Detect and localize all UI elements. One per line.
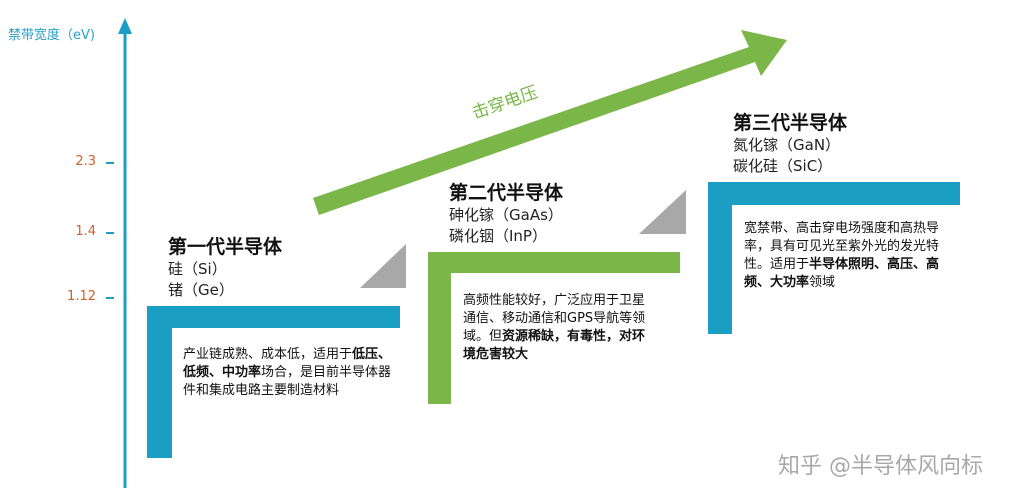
gen3-header: 第三代半导体 氮化镓（GaN） 碳化硅（SiC） xyxy=(733,108,847,177)
desc-bold-text: 半导体照明、高压、高频、大功率 xyxy=(744,257,940,290)
gen1-title: 第一代半导体 xyxy=(168,236,283,258)
breakdown-voltage-arrow xyxy=(313,30,787,215)
desc-text: 场合，是目前半导体器件和集成电路主要制造材料 xyxy=(183,365,392,398)
y-axis-title: 禁带宽度（eV) xyxy=(8,28,95,43)
desc-text: 产业链成熟、成本低，适用于 xyxy=(183,347,353,362)
tick-label-1-4: 1.4 xyxy=(75,224,96,239)
gen1-step-shape xyxy=(147,306,400,458)
gen2-description: 高频性能较好，广泛应用于卫星通信、移动通信和GPS导航等领域。但资源稀缺，有毒性… xyxy=(463,292,655,364)
step-triangle-1 xyxy=(360,244,406,288)
gen3-description: 宽禁带、高击穿电场强度和高热导率，具有可见光至紫外光的发光特性。适用于半导体照明… xyxy=(744,220,944,292)
desc-text: 高频性能较好，广泛应用于卫星通信、移动通信和GPS导航等领域。但 xyxy=(463,293,646,344)
desc-bold-text: 资源稀缺，有毒性，对环境危害较大 xyxy=(463,329,646,362)
tick-label-1-12: 1.12 xyxy=(67,289,96,304)
desc-bold-text: 低压、低频、中功率 xyxy=(183,347,392,380)
watermark: 知乎 @半导体风向标 xyxy=(778,454,983,479)
gen1-header: 第一代半导体 硅（Si） 锗（Ge） xyxy=(168,232,282,301)
desc-text: 领域 xyxy=(809,275,836,290)
y-axis-arrowhead xyxy=(118,18,132,34)
gen2-material: 砷化镓（GaAs） xyxy=(449,206,563,224)
step-triangle-2 xyxy=(639,190,686,234)
gen3-step-shape xyxy=(708,182,960,334)
gen2-title: 第二代半导体 xyxy=(449,182,564,204)
gen1-description: 产业链成熟、成本低，适用于低压、低频、中功率场合，是目前半导体器件和集成电路主要… xyxy=(183,346,395,400)
gen1-material: 硅（Si） xyxy=(168,260,227,278)
gen1-material: 锗（Ge） xyxy=(168,281,234,299)
tick-label-2-3: 2.3 xyxy=(75,154,96,169)
gen2-step-shape xyxy=(428,252,680,404)
gen3-material: 碳化硅（SiC） xyxy=(733,157,833,175)
gen2-material: 磷化铟（InP） xyxy=(449,227,547,245)
desc-text: 宽禁带、高击穿电场强度和高热导率，具有可见光至紫外光的发光特性。适用于 xyxy=(744,221,940,272)
gen3-material: 氮化镓（GaN） xyxy=(733,136,841,154)
gen3-title: 第三代半导体 xyxy=(733,112,848,134)
gen2-header: 第二代半导体 砷化镓（GaAs） 磷化铟（InP） xyxy=(449,178,563,247)
